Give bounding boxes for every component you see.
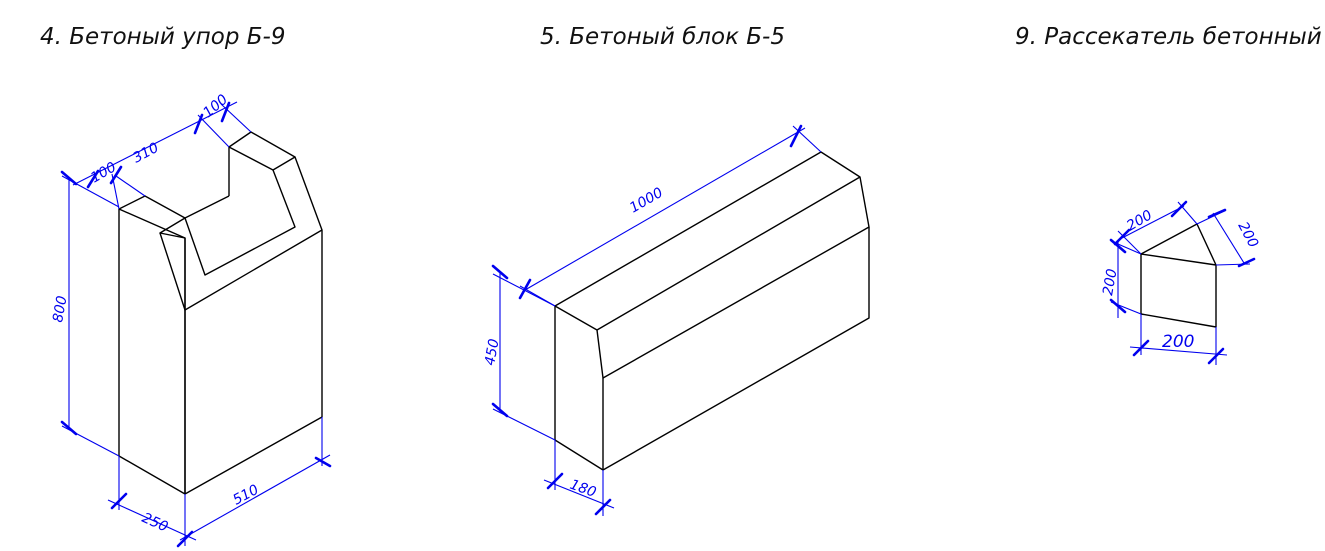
title-concrete-stop: 4. Бетоный упор Б-9 [40,24,285,50]
stop-dim-height: 800 [50,295,70,324]
stop-dim-top-left: 100 [88,159,119,186]
title-concrete-block: 5. Бетоный блок Б-5 [540,24,785,50]
concrete-stop-outline [118,131,323,495]
stop-dim-top-middle: 310 [130,140,161,167]
concrete-stop-drawing: 100 310 100 800 250 510 [50,92,332,548]
concrete-splitter-outline [1140,223,1217,328]
block-dim-height: 450 [482,338,502,367]
stop-dimension-lines [60,101,332,548]
splitter-dim-right-edge: 200 [1234,219,1261,250]
stop-dim-width: 250 [139,510,170,536]
stop-dim-top-right: 100 [200,92,231,121]
concrete-splitter-drawing: 200 200 200 200 [1100,200,1261,365]
title-concrete-splitter: 9. Рассекатель бетонный [1015,24,1322,50]
stop-dim-length: 510 [230,482,261,509]
block-dim-width: 180 [568,477,599,501]
concrete-block-drawing: 1000 450 180 [482,124,870,516]
splitter-dim-top-edge: 200 [1124,207,1155,234]
splitter-dim-bottom: 200 [1162,332,1194,352]
concrete-block-outline [554,151,870,471]
splitter-dim-height: 200 [1100,268,1120,297]
splitter-dimension-lines [1109,200,1256,365]
block-dimension-lines [491,124,822,516]
